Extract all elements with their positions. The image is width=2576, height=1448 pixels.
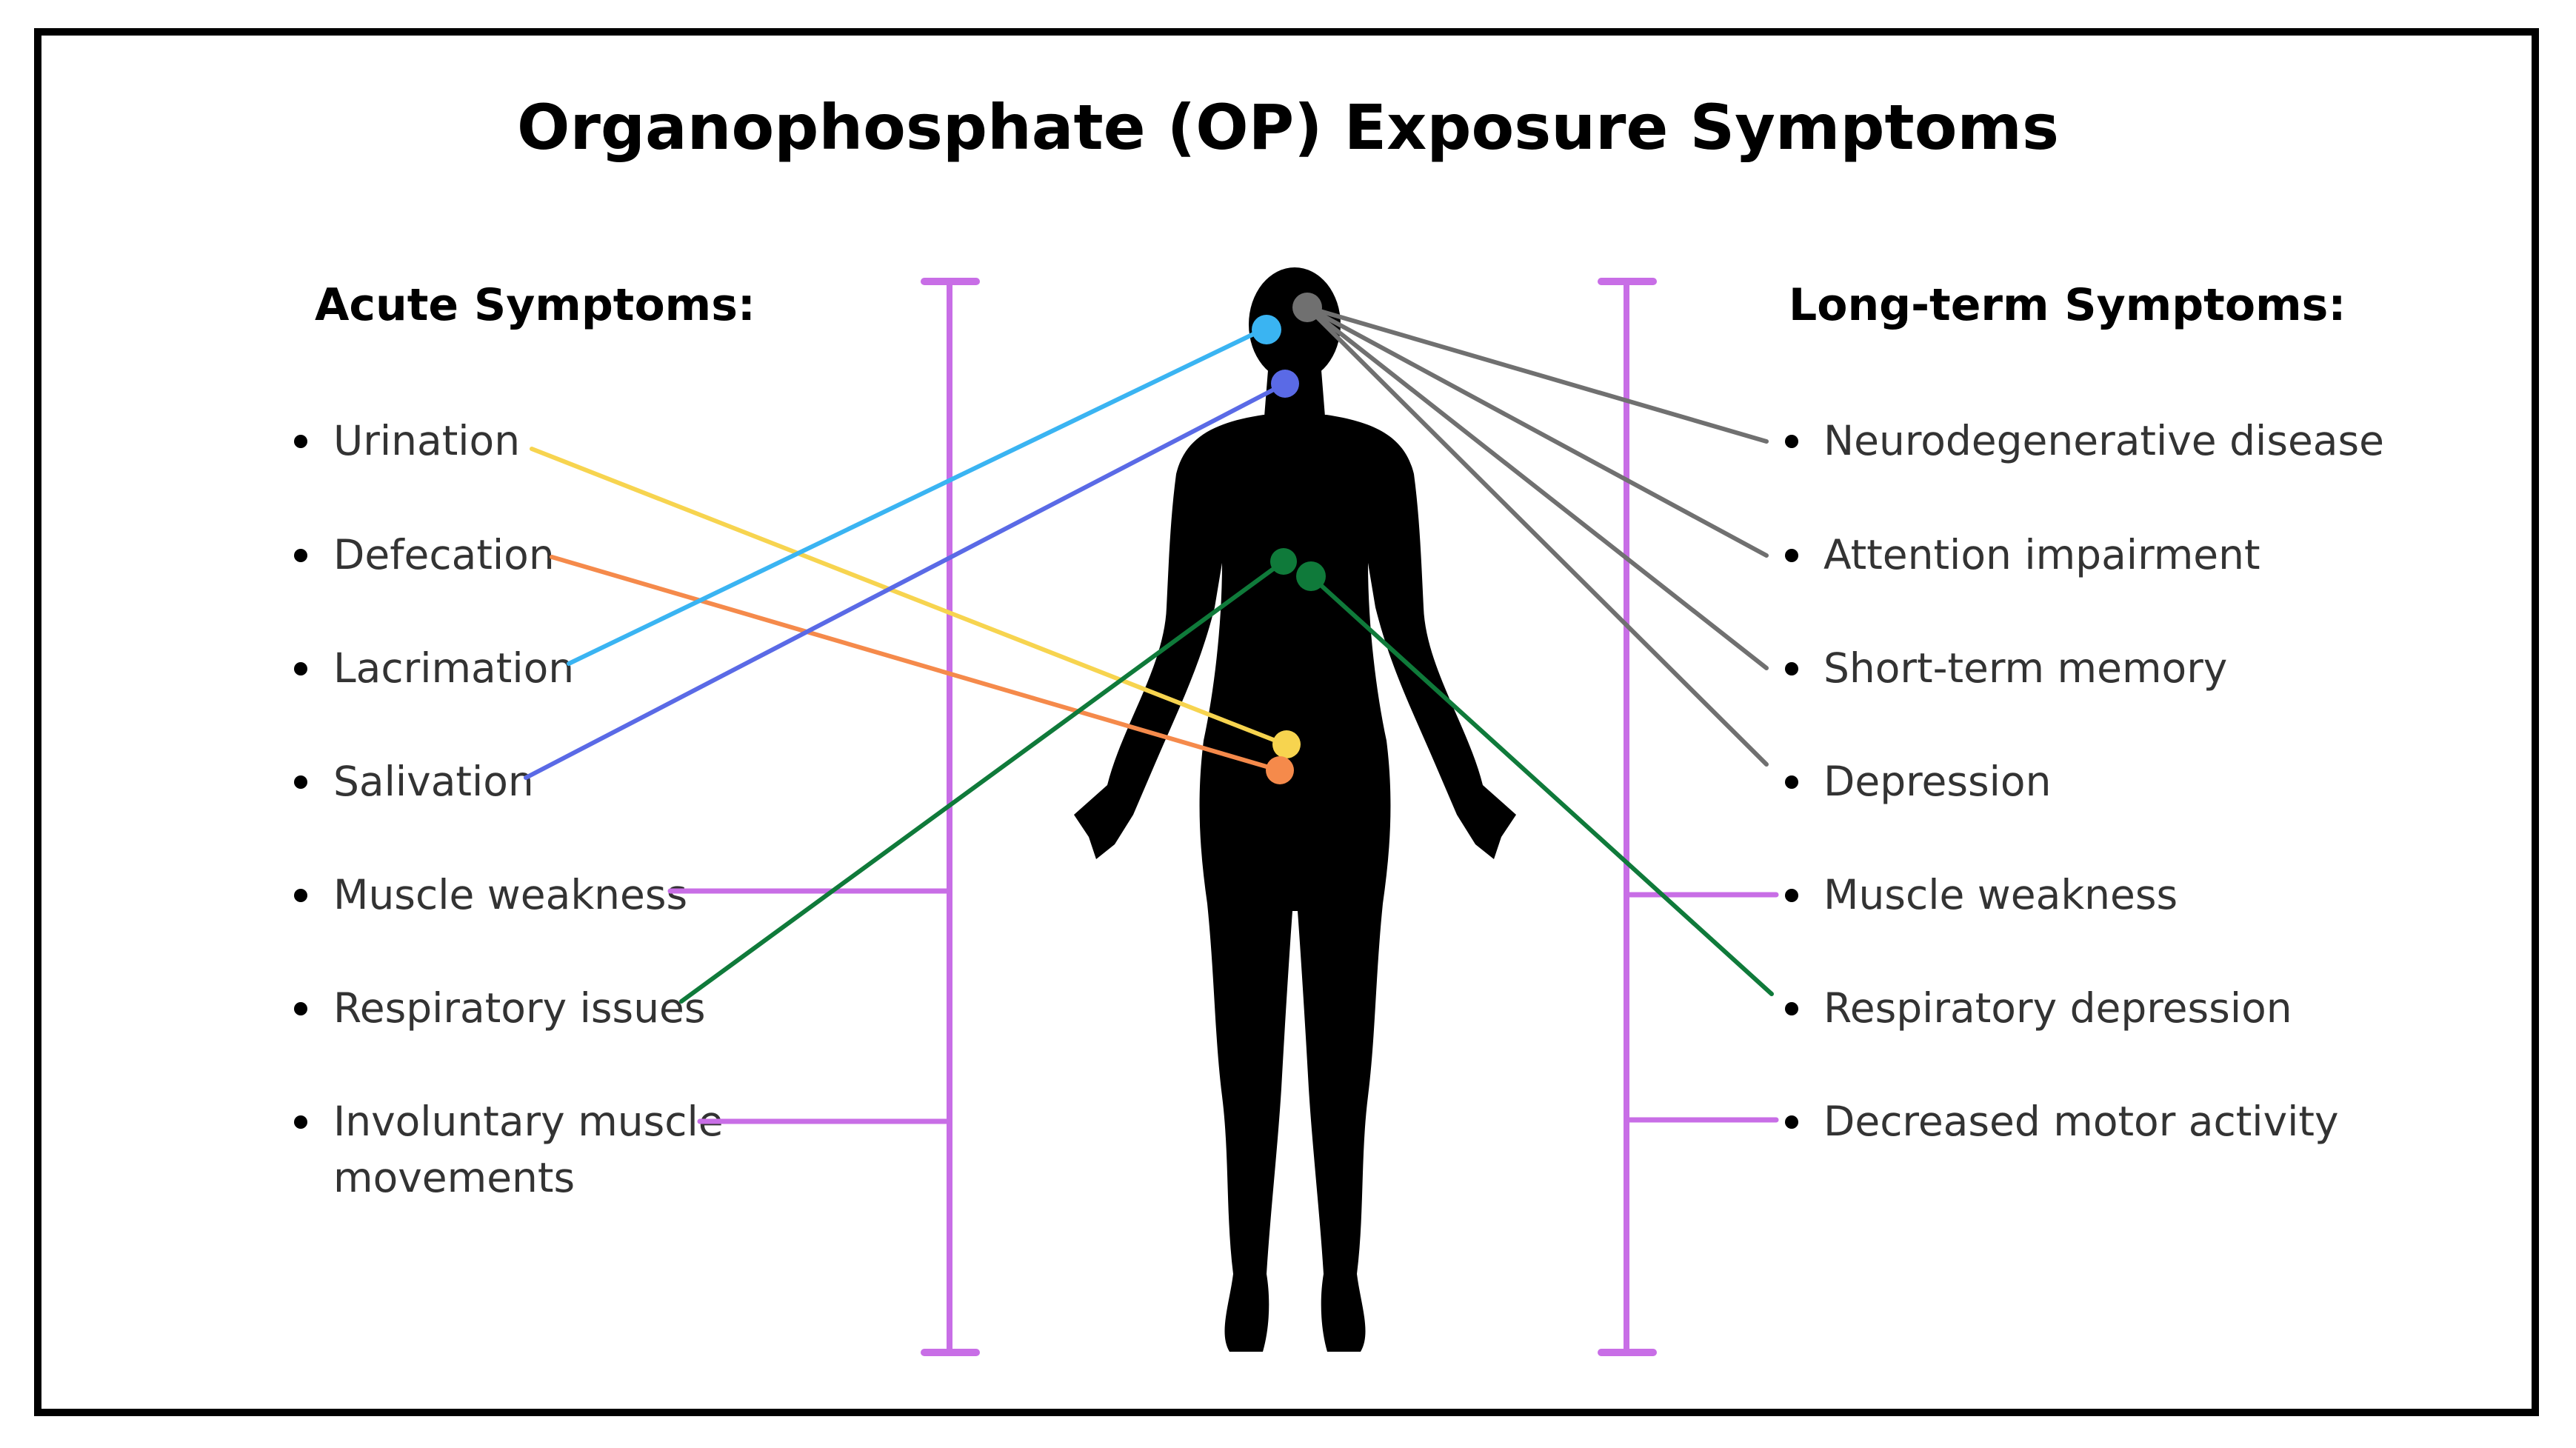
longterm-bullet (1785, 435, 1798, 448)
longterm-bullet (1785, 1002, 1798, 1015)
human-body-silhouette-icon (1074, 267, 1516, 1352)
urination-line (530, 447, 1287, 747)
longterm-item-neurodegenerative: Neurodegenerative disease (1823, 417, 2385, 464)
lacrimation-line (567, 327, 1265, 666)
depression-line (1305, 305, 1769, 767)
longterm-heading: Long-term Symptoms: (1789, 279, 2346, 331)
longterm-item-respiratory-depression: Respiratory depression (1823, 984, 2292, 1032)
acute-item-respiratory-issues: Respiratory issues (333, 984, 706, 1032)
acute-bullet (294, 889, 307, 902)
salivation-line (524, 381, 1287, 780)
acute-item-urination: Urination (333, 417, 521, 464)
right-bracket-icon (1598, 278, 1779, 1356)
acute-bullet (294, 775, 307, 789)
lung-right-dot (1296, 561, 1326, 591)
acute-item-involuntary-muscle: Involuntary muscle (333, 1098, 724, 1145)
left-bracket-icon (667, 278, 980, 1356)
acute-item-muscle-weakness: Muscle weakness (333, 871, 688, 918)
defecation-line (550, 555, 1281, 773)
longterm-bullet (1785, 889, 1798, 902)
longterm-bullet (1785, 1115, 1798, 1129)
lung-left-dot (1270, 548, 1297, 575)
eye-dot (1252, 315, 1281, 344)
neurodegenerative-line (1305, 305, 1769, 444)
bowel-dot (1266, 756, 1294, 784)
acute-bullet (294, 1002, 307, 1015)
acute-item-salivation: Salivation (333, 758, 534, 805)
acute-bullet (294, 662, 307, 675)
longterm-item-decreased-motor: Decreased motor activity (1823, 1098, 2339, 1145)
short-term-memory-line (1305, 305, 1769, 670)
acute-item-defecation: Defecation (333, 531, 555, 578)
brain-dot (1292, 293, 1322, 322)
respiratory-issues-line (679, 559, 1286, 1004)
longterm-bullet (1785, 549, 1798, 562)
acute-item-movements: movements (333, 1154, 575, 1201)
longterm-bullet (1785, 775, 1798, 789)
longterm-item-depression: Depression (1823, 758, 2052, 805)
longterm-item-short-term-memory: Short-term memory (1823, 644, 2228, 692)
acute-item-lacrimation: Lacrimation (333, 644, 575, 692)
acute-bullet (294, 435, 307, 448)
longterm-item-muscle-weakness: Muscle weakness (1823, 871, 2178, 918)
longterm-bullet (1785, 662, 1798, 675)
diagram-title: Organophosphate (OP) Exposure Symptoms (517, 91, 2059, 164)
longterm-item-attention: Attention impairment (1823, 531, 2260, 578)
respiratory-depression-line (1309, 574, 1774, 996)
acute-bullet (294, 549, 307, 562)
bladder-dot (1272, 730, 1301, 758)
mouth-dot (1271, 370, 1299, 398)
attention-line (1305, 305, 1769, 558)
acute-heading: Acute Symptoms: (315, 279, 755, 331)
acute-bullet (294, 1115, 307, 1129)
